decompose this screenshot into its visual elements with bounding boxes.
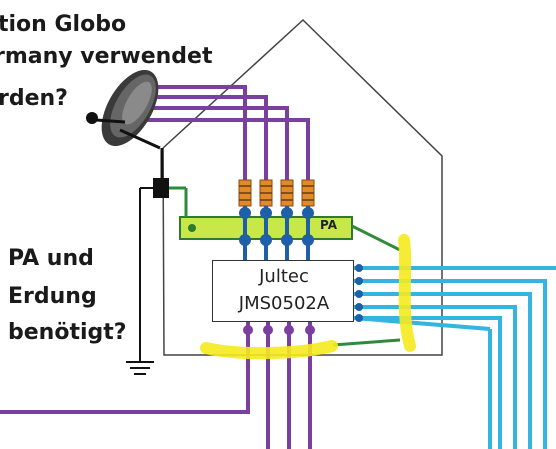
multiswitch-box: Jultec JMS0502A xyxy=(212,260,354,322)
resistor-group xyxy=(238,179,315,207)
yellow-highlight xyxy=(200,340,338,360)
coax-connector-icon xyxy=(153,178,169,198)
pa-rail-label: PA xyxy=(320,218,337,232)
green-pa-wire xyxy=(332,338,401,347)
tv-cable-connectors xyxy=(355,264,363,322)
tv-cables xyxy=(353,266,556,449)
pa-ground-terminal xyxy=(188,224,196,232)
multiswitch-brand: Jultec xyxy=(259,266,309,287)
pa-question-line1: PA und xyxy=(8,246,94,271)
yellow-highlight xyxy=(398,234,416,352)
multiswitch-model: JMS0502A xyxy=(238,293,330,314)
satellite-dish-icon xyxy=(86,70,161,150)
sat-cables-from-dish xyxy=(146,85,310,180)
house-outline xyxy=(162,18,443,356)
question-line1: tion Globo xyxy=(0,12,127,37)
pa-question-line2: Erdung xyxy=(8,284,97,309)
coupler-group xyxy=(239,206,314,260)
pa-question-line3: benötigt? xyxy=(8,320,127,345)
switch-input-connectors xyxy=(243,325,315,335)
dish-ground-line xyxy=(139,187,156,362)
ground-symbol-icon xyxy=(126,361,154,375)
question-line3: rden? xyxy=(0,86,68,111)
question-line2: rmany verwendet xyxy=(0,44,213,69)
green-pa-wire xyxy=(351,224,401,252)
